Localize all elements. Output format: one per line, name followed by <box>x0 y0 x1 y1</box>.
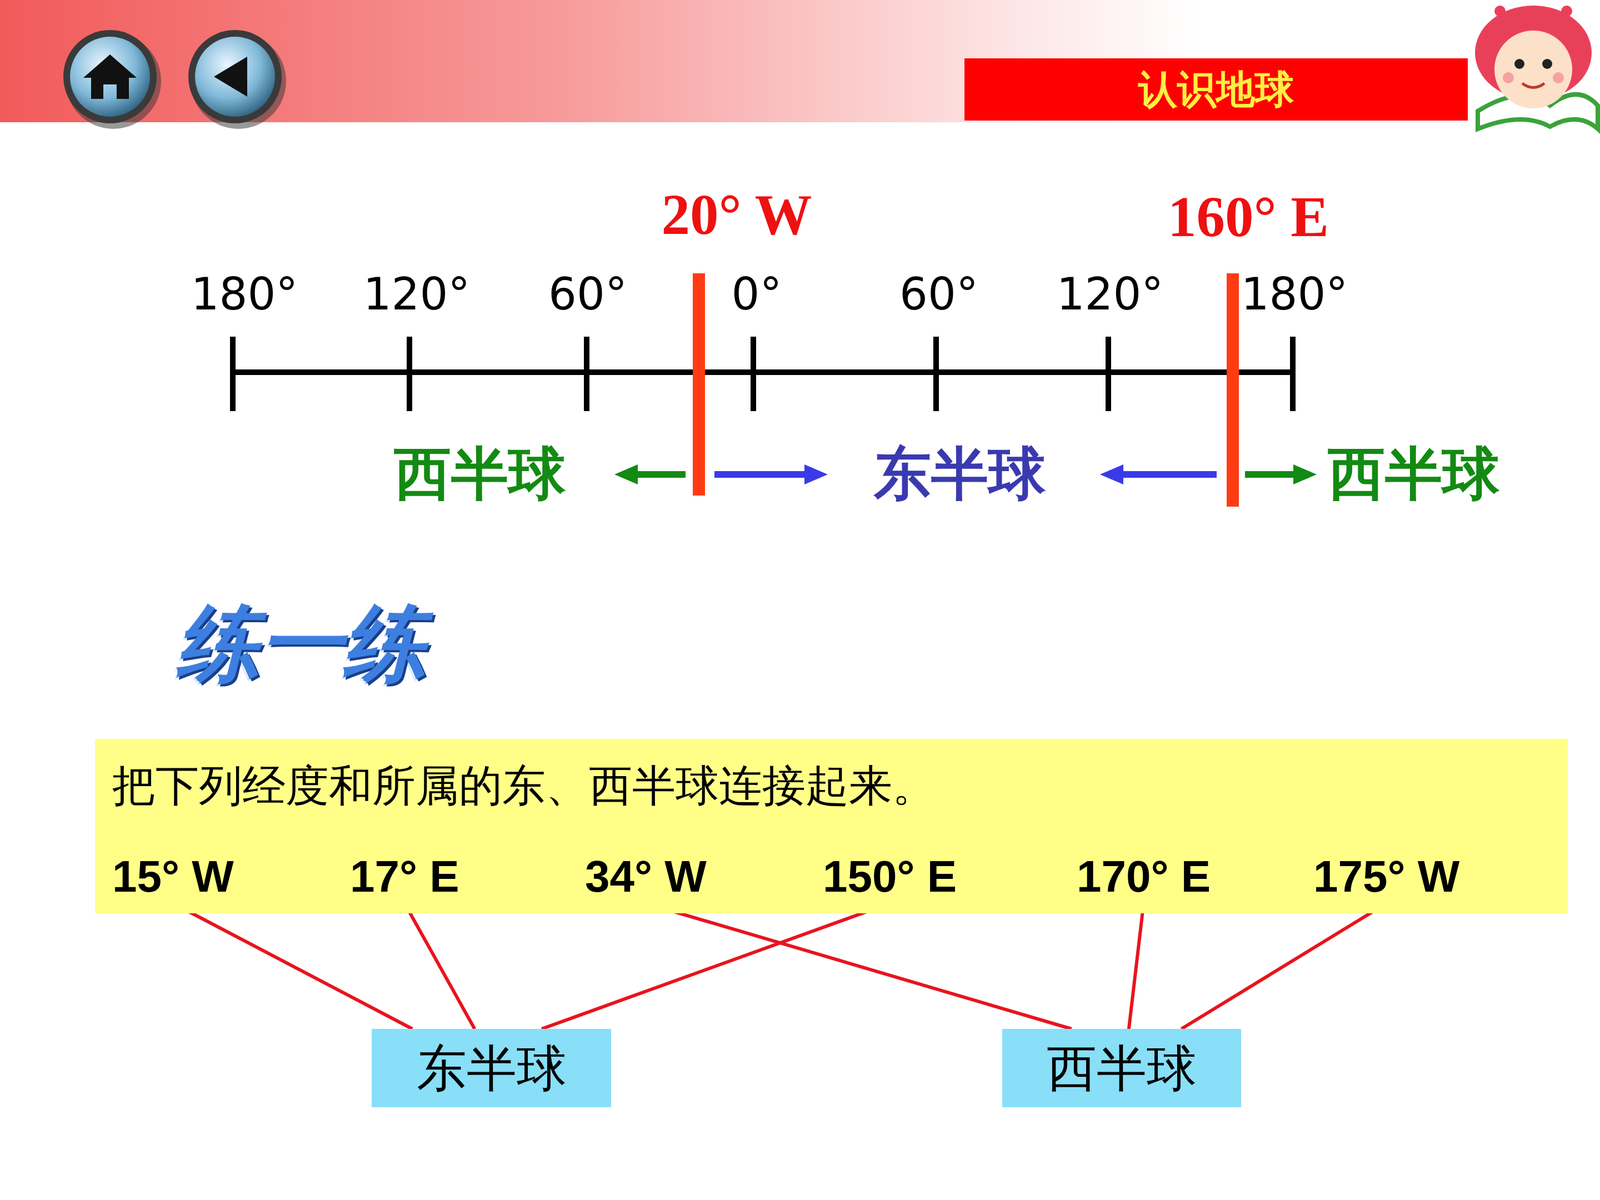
cartoon-reader <box>1475 5 1598 129</box>
longitude-text: 15° W <box>112 850 234 904</box>
node-text: 认识地球 <box>1138 66 1294 113</box>
longitude-item: 17° E <box>350 850 460 904</box>
hemisphere-label: 西半球 <box>393 436 566 514</box>
node-text: 把下列经度和所属的东、西半球连接起来。 <box>112 760 1551 813</box>
hemisphere-box: 西半球 <box>1002 1028 1242 1108</box>
match-line <box>172 903 413 1029</box>
home-button <box>63 30 162 129</box>
longitude-text: 170° E <box>1076 850 1211 904</box>
match-line <box>1181 903 1387 1029</box>
longitude-text: 17° E <box>350 850 460 904</box>
longitude-text: 150° E <box>822 850 957 904</box>
hemisphere-label: 东半球 <box>873 436 1046 514</box>
longitude-text: 175° W <box>1313 850 1460 904</box>
scale-number: 60° <box>899 268 979 320</box>
hemisphere-label: 西半球 <box>1327 436 1500 514</box>
longitude-item: 170° E <box>1076 850 1211 904</box>
back-button <box>188 30 287 129</box>
scale-number: 180° <box>1241 268 1349 320</box>
scale-number: 120° <box>363 268 471 320</box>
match-line <box>1128 903 1144 1029</box>
longitude-item: 34° W <box>585 850 707 904</box>
longitude-text: 34° W <box>585 850 707 904</box>
node-text: 西半球 <box>1046 1038 1197 1099</box>
match-line <box>645 903 1072 1029</box>
scale-number: 60° <box>548 268 628 320</box>
practice-title: 练一练 <box>176 588 427 702</box>
node-text: 东半球 <box>416 1038 567 1099</box>
boundary-label: 20° W <box>661 181 812 248</box>
longitude-item: 175° W <box>1313 850 1460 904</box>
section-banner: 认识地球 <box>964 58 1468 121</box>
top-bar <box>0 0 1600 123</box>
longitude-axis <box>232 336 1293 412</box>
longitude-item: 150° E <box>822 850 957 904</box>
question-band: 把下列经度和所属的东、西半球连接起来。 15° W 17° E 34° W 150° E… <box>95 738 1568 914</box>
scale-number: 180° <box>191 268 299 320</box>
scale-number: 0° <box>731 268 783 320</box>
boundary-160e <box>1226 273 1239 507</box>
match-line <box>541 903 890 1029</box>
boundary-20w <box>692 273 705 496</box>
match-line <box>404 903 475 1029</box>
hemisphere-box: 东半球 <box>371 1028 612 1108</box>
longitude-item: 15° W <box>112 850 234 904</box>
scale-number: 120° <box>1056 268 1164 320</box>
boundary-label: 160° E <box>1167 183 1329 250</box>
